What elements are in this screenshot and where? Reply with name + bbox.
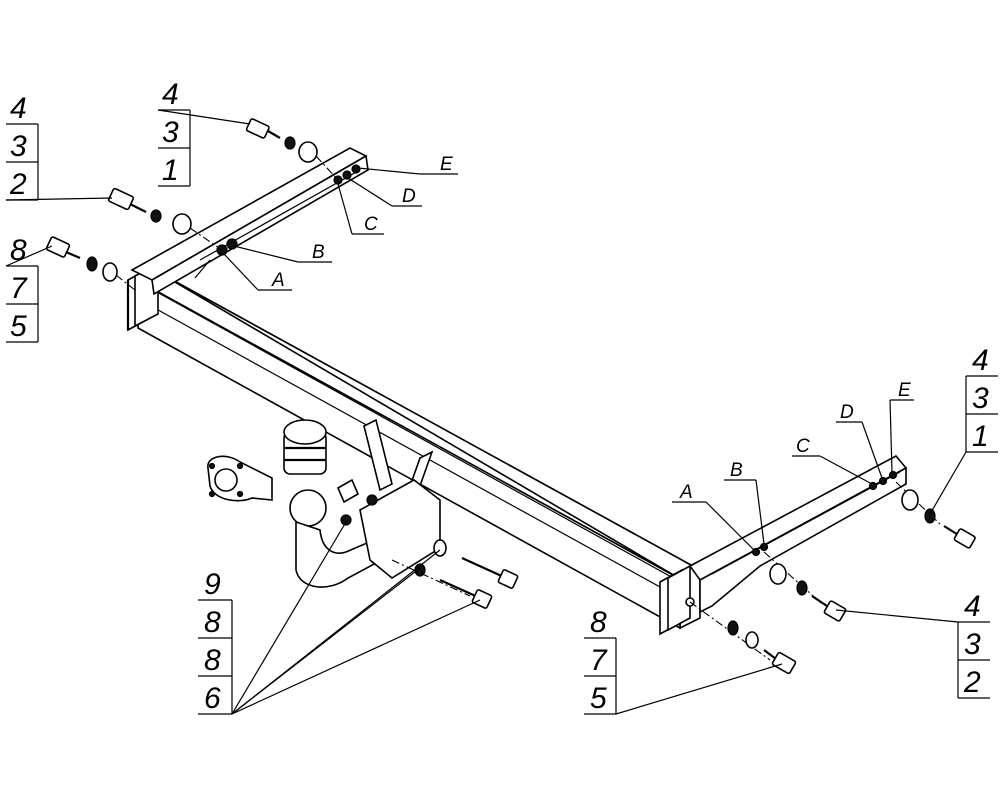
callout-left: 8 7 5 (10, 234, 28, 343)
right-side-bracket (685, 454, 908, 614)
callout-number: 2 (963, 666, 981, 699)
callout-number: 7 (590, 644, 608, 677)
callout-number: 8 (590, 606, 607, 639)
callout-number: 4 (972, 344, 989, 377)
hole-label: B (312, 242, 325, 263)
callout-number: 5 (10, 310, 27, 343)
hole-label: E (898, 380, 911, 401)
crossbeam (137, 271, 702, 630)
hole-label: A (679, 482, 693, 503)
callout-top-left: 4 3 2 (9, 92, 27, 201)
callout-number: 3 (10, 130, 27, 163)
hole-label: A (271, 270, 285, 291)
callout-number: 1 (162, 154, 179, 187)
callout-number: 2 (9, 168, 27, 201)
hole-label: D (840, 402, 854, 423)
callout-number: 4 (162, 78, 179, 111)
callout-number: 4 (964, 590, 981, 623)
callout-top-center: 4 3 1 (162, 78, 179, 187)
bolt-set-ball-mount (391, 539, 519, 609)
callout-number: 3 (964, 628, 981, 661)
callout-number: 8 (10, 234, 27, 267)
bolt-set-left (45, 236, 136, 291)
hole-labels-right: A B C D E (679, 380, 911, 503)
callout-right-upper: 4 3 1 (972, 344, 989, 453)
callout-bottom-center: 8 7 5 (590, 606, 608, 715)
callout-number: 5 (590, 682, 607, 715)
callout-number: 1 (972, 420, 989, 453)
hole-label: C (796, 436, 810, 457)
callout-number: 8 (204, 644, 221, 677)
hole-label: D (402, 186, 416, 207)
callout-number: 9 (204, 568, 221, 601)
bolt-set-top-left (107, 187, 223, 251)
bolt-set-bottom-center (689, 601, 797, 675)
left-side-bracket (130, 147, 369, 296)
callout-number: 3 (972, 382, 989, 415)
hole-label: E (440, 154, 453, 175)
hole-labels-left: A B C D E (271, 154, 453, 291)
right-end-plate (659, 564, 691, 636)
callout-bottom-left: 9 8 8 6 (204, 568, 221, 715)
leader-lines (5, 109, 998, 715)
bolt-set-right-upper (895, 481, 976, 549)
bolt-set-right-lower (763, 551, 847, 622)
callout-right-lower: 4 3 2 (963, 590, 981, 699)
callout-number: 3 (162, 116, 179, 149)
hole-label: B (730, 460, 743, 481)
callout-number: 4 (10, 92, 27, 125)
hole-label: C (364, 214, 378, 235)
callout-number: 8 (204, 606, 221, 639)
callout-number: 6 (204, 682, 221, 715)
callout-number: 7 (10, 272, 28, 305)
